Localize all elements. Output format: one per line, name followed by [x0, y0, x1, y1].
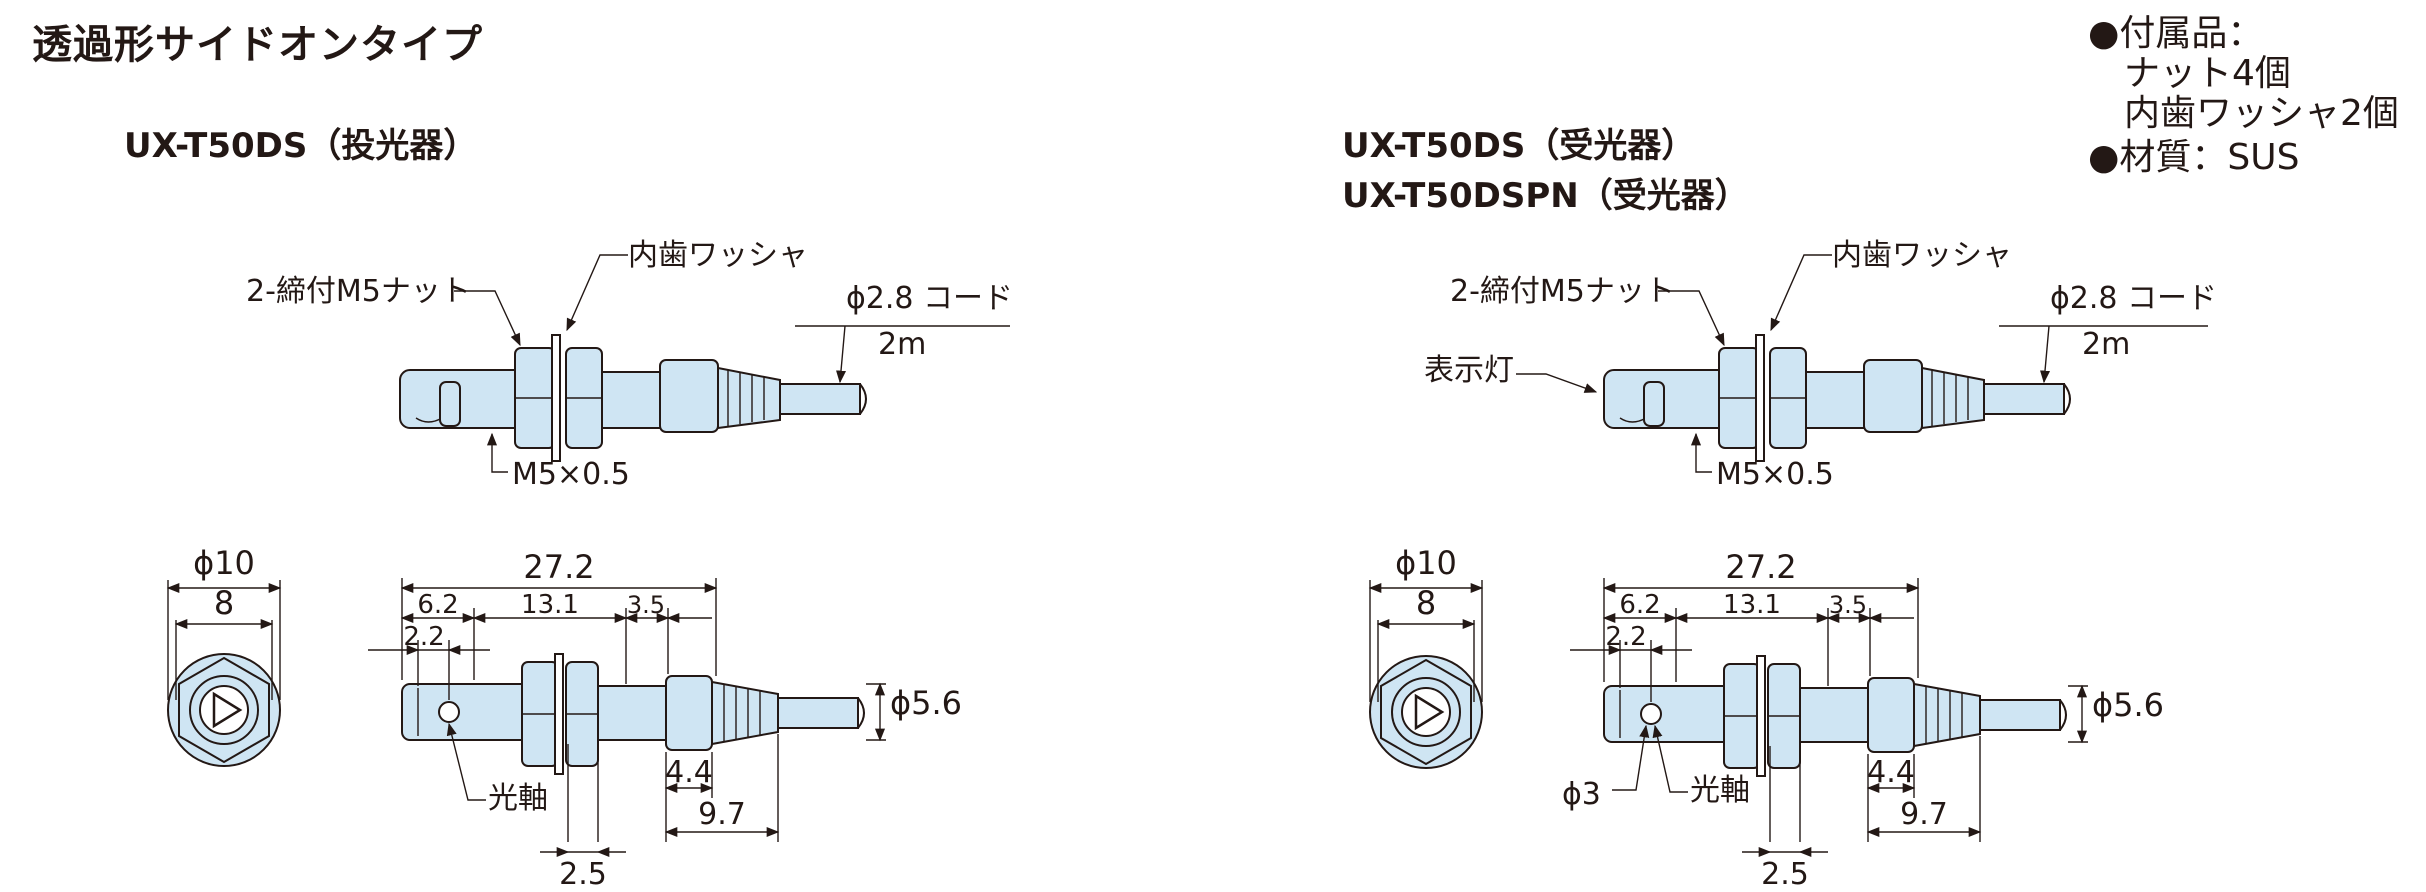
left-d27_2-dim: 27.2: [523, 548, 594, 586]
right-axis-label: 光軸: [1690, 773, 1750, 808]
right-side-view: [1603, 655, 2067, 777]
right-washer-label: 内歯ワッシャ: [1832, 238, 2012, 273]
left-phi5_6-dim: ϕ5.6: [890, 684, 962, 722]
right-d6_2-dim: 6.2: [1619, 590, 1660, 620]
right-phi3-label: ϕ3: [1562, 777, 1601, 812]
left-cord-label: ϕ2.8 コード: [846, 281, 1013, 316]
right-d13_1-dim: 13.1: [1723, 590, 1781, 620]
right-model-heading-1: UX-T50DS（受光器）: [1342, 126, 1696, 166]
left-d9_7-dim: 9.7: [698, 797, 746, 832]
left-washer-label: 内歯ワッシャ: [628, 238, 808, 273]
right-d27_2-dim: 27.2: [1725, 548, 1796, 586]
left-thread-label: M5×0.5: [512, 457, 630, 492]
left-d13_1-dim: 13.1: [521, 590, 579, 620]
left-model-heading: UX-T50DS（投光器）: [124, 126, 478, 166]
accessories-line-2: ナット4個: [2124, 53, 2291, 94]
left-d4_4-dim: 4.4: [665, 755, 713, 790]
left-nut-label: 2-締付M5ナット: [246, 274, 471, 309]
left-perspective-leaders: [454, 254, 1010, 473]
left-phi10-dim: ϕ10: [193, 544, 255, 582]
accessories-line-4: ●材質：SUS: [2088, 137, 2300, 178]
right-nut-label: 2-締付M5ナット: [1450, 274, 1675, 309]
right-d8-dim: 8: [1416, 584, 1436, 622]
right-indicator-label: 表示灯: [1424, 353, 1514, 388]
left-d3_5-dim: 3.5: [627, 591, 665, 619]
right-d2_2-dim: 2.2: [1605, 622, 1646, 652]
right-cord-length-label: 2m: [2082, 327, 2130, 362]
right-cord-label: ϕ2.8 コード: [2050, 281, 2217, 316]
right-d4_4-dim: 4.4: [1867, 755, 1915, 790]
left-d6_2-dim: 6.2: [417, 590, 458, 620]
left-side-dimensions: [368, 578, 886, 858]
right-model-heading-2: UX-T50DSPN（受光器）: [1342, 176, 1749, 216]
right-thread-label: M5×0.5: [1716, 457, 1834, 492]
right-d9_7-dim: 9.7: [1900, 797, 1948, 832]
right-phi10-dim: ϕ10: [1395, 544, 1457, 582]
left-side-view: [401, 653, 865, 775]
left-sensor-perspective: [399, 334, 867, 462]
left-d2_2-dim: 2.2: [403, 622, 444, 652]
left-d8-dim: 8: [214, 584, 234, 622]
left-cord-length-label: 2m: [878, 327, 926, 362]
right-perspective-leaders: [1516, 254, 2208, 473]
left-front-view: [166, 580, 282, 767]
accessories-line-1: ●付属品：: [2088, 13, 2264, 54]
left-axis-label: 光軸: [488, 781, 548, 816]
right-d3_5-dim: 3.5: [1829, 591, 1867, 619]
accessories-line-3: 内歯ワッシャ2個: [2124, 93, 2399, 134]
right-sensor-perspective: [1603, 334, 2071, 462]
left-d2_5-dim: 2.5: [559, 857, 607, 892]
right-front-view: [1368, 580, 1484, 769]
right-phi5_6-dim: ϕ5.6: [2092, 686, 2164, 724]
right-d2_5-dim: 2.5: [1761, 857, 1809, 892]
page-title: 透過形サイドオンタイプ: [32, 22, 483, 68]
right-side-dimensions: [1570, 578, 2088, 858]
